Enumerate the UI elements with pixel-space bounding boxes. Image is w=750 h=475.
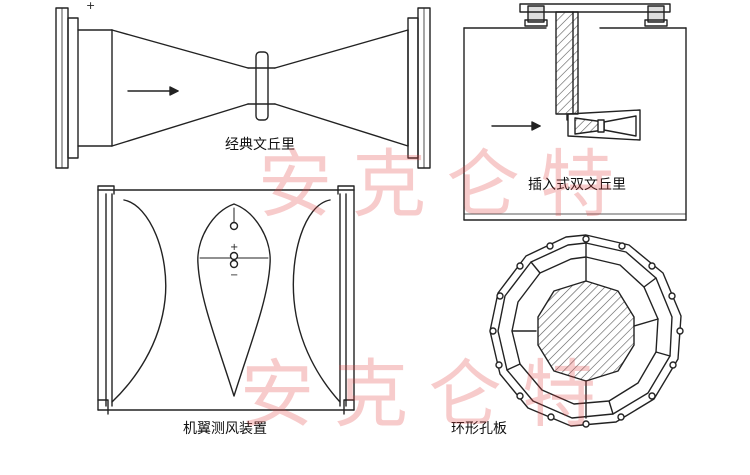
caption-insertion-venturi: 插入式双文丘里 [528,177,626,193]
venturi-flow-arrow [128,87,178,95]
venturi-right-collar [408,18,418,158]
orifice-bolt-holes [490,236,683,427]
caption-airfoil-device: 机翼测风装置 [183,421,267,437]
venturi-left-collar [68,18,78,158]
annular-orifice-diagram [490,235,683,427]
double-venturi-element [568,110,640,140]
venturi-divergent-bottom [275,104,408,146]
insert-mount-plate [520,4,670,12]
insertion-venturi-diagram [464,4,686,220]
caption-annular-orifice: 环形孔板 [451,421,507,437]
venturi-throat-ring [256,52,268,120]
airfoil-right-half [293,200,340,402]
venturi-convergent-bottom [112,104,248,146]
insertion-stem [556,12,578,114]
orifice-outer-ring [490,235,681,426]
airfoil-plus-sign: + [230,242,238,253]
airfoil-minus-sign: − [230,270,238,281]
orifice-inner-ring [512,257,658,404]
pressure-tap-minus [231,261,238,268]
airfoil-device-diagram [98,186,354,414]
mount-boss-left [528,6,544,22]
classic-venturi-diagram [56,8,430,168]
airfoil-left-half [112,200,166,402]
orifice-center-disc [538,281,634,381]
caption-classic-venturi: 经典文丘里 [225,137,295,153]
pressure-tap-top [231,223,238,230]
venturi-plus-sign: + [86,0,95,12]
insertion-flow-arrow [492,122,540,130]
venturi-convergent-top [112,30,248,68]
pressure-tap-plus [231,253,238,260]
venturi-divergent-top [275,30,408,68]
airfoil-center-vane [198,204,270,396]
mount-boss-right [648,6,664,22]
